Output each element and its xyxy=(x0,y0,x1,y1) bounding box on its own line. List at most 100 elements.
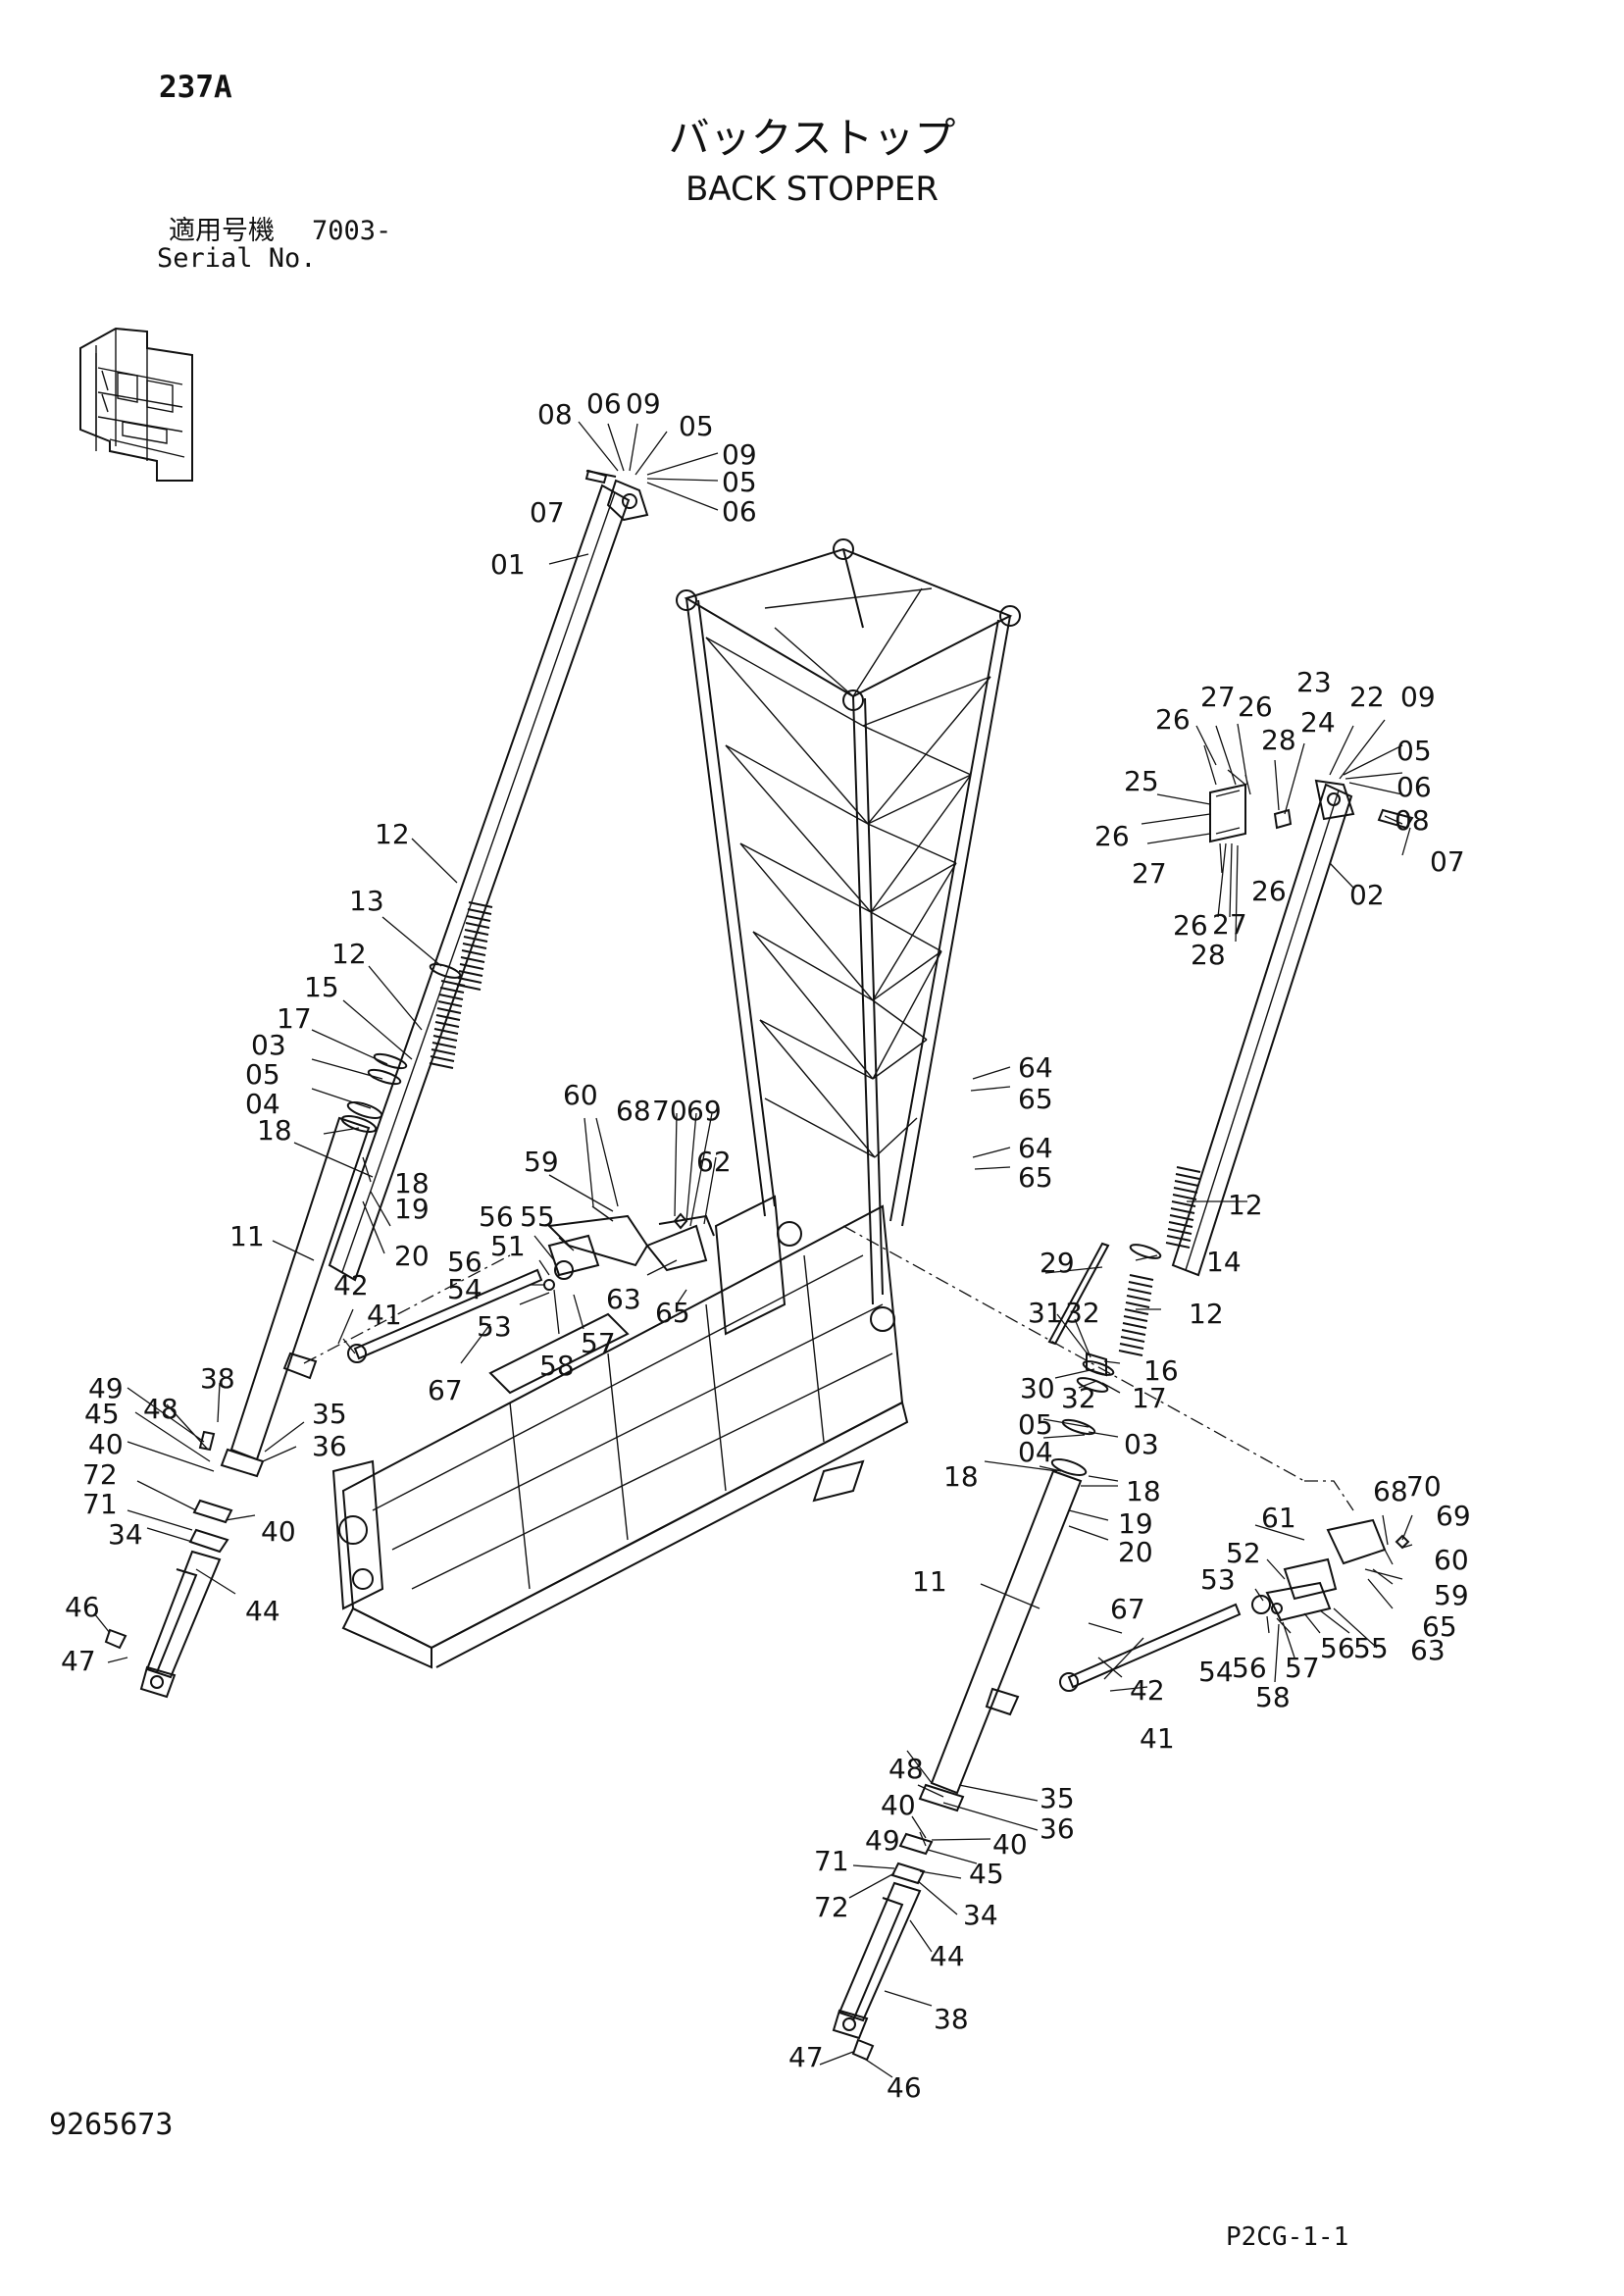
callout-label: 56 xyxy=(1320,1632,1355,1664)
callout-label: 65 xyxy=(655,1297,690,1329)
document-number: 9265673 xyxy=(49,2108,174,2142)
callout-label: 09 xyxy=(722,438,757,471)
callout-label: 26 xyxy=(1238,690,1273,723)
center-lines xyxy=(303,1225,1354,1511)
callout-label: 17 xyxy=(1132,1382,1167,1414)
callout-label: 18 xyxy=(394,1167,430,1199)
serial-label-english: Serial No. xyxy=(157,243,317,274)
callout-label: 56 xyxy=(447,1246,482,1278)
callout-label: 04 xyxy=(245,1088,280,1120)
callout-label: 59 xyxy=(1434,1579,1469,1611)
title-english: BACK STOPPER xyxy=(685,170,939,209)
callout-label: 29 xyxy=(1040,1247,1075,1279)
callout-label: 07 xyxy=(530,496,565,529)
callout-label: 04 xyxy=(1018,1436,1053,1468)
callout-label: 40 xyxy=(261,1515,296,1548)
callout-label: 48 xyxy=(143,1393,178,1425)
callout-label: 67 xyxy=(428,1374,463,1406)
callout-label: 56 xyxy=(1232,1652,1267,1684)
callout-label: 28 xyxy=(1261,724,1296,756)
callout-label: 63 xyxy=(1410,1634,1446,1666)
callout-label: 20 xyxy=(394,1240,430,1272)
right-back-stopper xyxy=(832,779,1414,2062)
callout-label: 54 xyxy=(447,1273,482,1305)
callout-label: 49 xyxy=(865,1824,900,1857)
callout-label: 63 xyxy=(606,1283,641,1315)
callout-label: 42 xyxy=(1130,1674,1165,1707)
callout-label: 09 xyxy=(626,387,661,420)
callout-label: 44 xyxy=(930,1940,965,1972)
callout-label: 26 xyxy=(1094,820,1130,852)
callout-label: 59 xyxy=(524,1146,559,1178)
callout-label: 32 xyxy=(1065,1297,1100,1329)
callout-label: 52 xyxy=(1226,1537,1261,1569)
sheet-code: P2CG-1-1 xyxy=(1226,2222,1349,2252)
callout-label: 06 xyxy=(1396,771,1432,803)
callout-label: 49 xyxy=(88,1372,124,1404)
callout-label: 14 xyxy=(1206,1246,1242,1278)
lattice-mast xyxy=(676,538,1021,1332)
callout-label: 17 xyxy=(277,1002,312,1035)
callout-label: 53 xyxy=(477,1310,512,1343)
page-number: 237A xyxy=(159,70,232,105)
callout-label: 57 xyxy=(581,1327,616,1359)
callout-label: 30 xyxy=(1020,1372,1055,1404)
callout-label: 60 xyxy=(1434,1544,1469,1576)
callout-label: 27 xyxy=(1212,908,1247,941)
callout-label: 20 xyxy=(1118,1536,1153,1568)
callout-label: 55 xyxy=(1353,1632,1389,1664)
callout-label: 25 xyxy=(1124,765,1159,797)
callout-label: 36 xyxy=(312,1430,347,1462)
left-back-stopper xyxy=(104,469,649,1699)
callout-label: 40 xyxy=(881,1789,916,1821)
callout-label: 34 xyxy=(963,1899,998,1931)
callout-label: 09 xyxy=(1400,681,1436,713)
callout-label: 31 xyxy=(1028,1297,1063,1329)
callout-label: 47 xyxy=(788,2041,824,2073)
callout-label: 08 xyxy=(1395,804,1430,837)
callout-label: 38 xyxy=(934,2003,969,2035)
callout-label: 07 xyxy=(1430,845,1465,878)
callout-label: 51 xyxy=(490,1230,526,1262)
callout-label: 12 xyxy=(331,938,367,970)
callout-label: 54 xyxy=(1198,1656,1234,1688)
callout-label: 05 xyxy=(722,466,757,498)
callout-label: 58 xyxy=(1255,1681,1291,1713)
callout-label: 11 xyxy=(912,1565,947,1598)
callout-label: 46 xyxy=(887,2071,922,2104)
callout-label: 71 xyxy=(82,1488,118,1520)
callout-label: 53 xyxy=(1200,1563,1236,1596)
callout-label: 44 xyxy=(245,1595,280,1627)
serial-number-value: 7003- xyxy=(312,216,392,246)
callout-label: 40 xyxy=(992,1828,1028,1861)
callout-label: 41 xyxy=(367,1299,402,1331)
callout-label: 18 xyxy=(1126,1475,1161,1507)
callout-label: 19 xyxy=(394,1193,430,1225)
callout-label: 05 xyxy=(245,1058,280,1091)
callout-label: 68 xyxy=(1373,1475,1408,1507)
callout-label: 12 xyxy=(1189,1298,1224,1330)
callout-label: 16 xyxy=(1143,1354,1179,1387)
callout-label: 35 xyxy=(312,1398,347,1430)
callout-label: 64 xyxy=(1018,1051,1053,1084)
callout-label: 46 xyxy=(65,1591,100,1623)
callout-label: 57 xyxy=(1285,1652,1320,1684)
callout-label: 55 xyxy=(520,1200,555,1233)
callout-label: 47 xyxy=(61,1645,96,1677)
callout-label: 05 xyxy=(1018,1408,1053,1441)
callout-label: 27 xyxy=(1132,857,1167,890)
callout-label: 03 xyxy=(251,1029,286,1061)
callout-label: 41 xyxy=(1140,1722,1175,1755)
callout-label: 62 xyxy=(696,1146,732,1178)
callout-label: 45 xyxy=(84,1398,120,1430)
orientation-machine-icon xyxy=(79,327,193,482)
callout-label: 58 xyxy=(539,1350,575,1382)
callout-label: 24 xyxy=(1300,706,1336,739)
callout-label: 56 xyxy=(479,1200,514,1233)
callout-label: 19 xyxy=(1118,1507,1153,1540)
callout-label: 12 xyxy=(375,818,410,850)
callout-label: 34 xyxy=(108,1518,143,1551)
serial-label-japanese: 適用号機 xyxy=(169,216,275,246)
callout-label: 28 xyxy=(1191,939,1226,971)
